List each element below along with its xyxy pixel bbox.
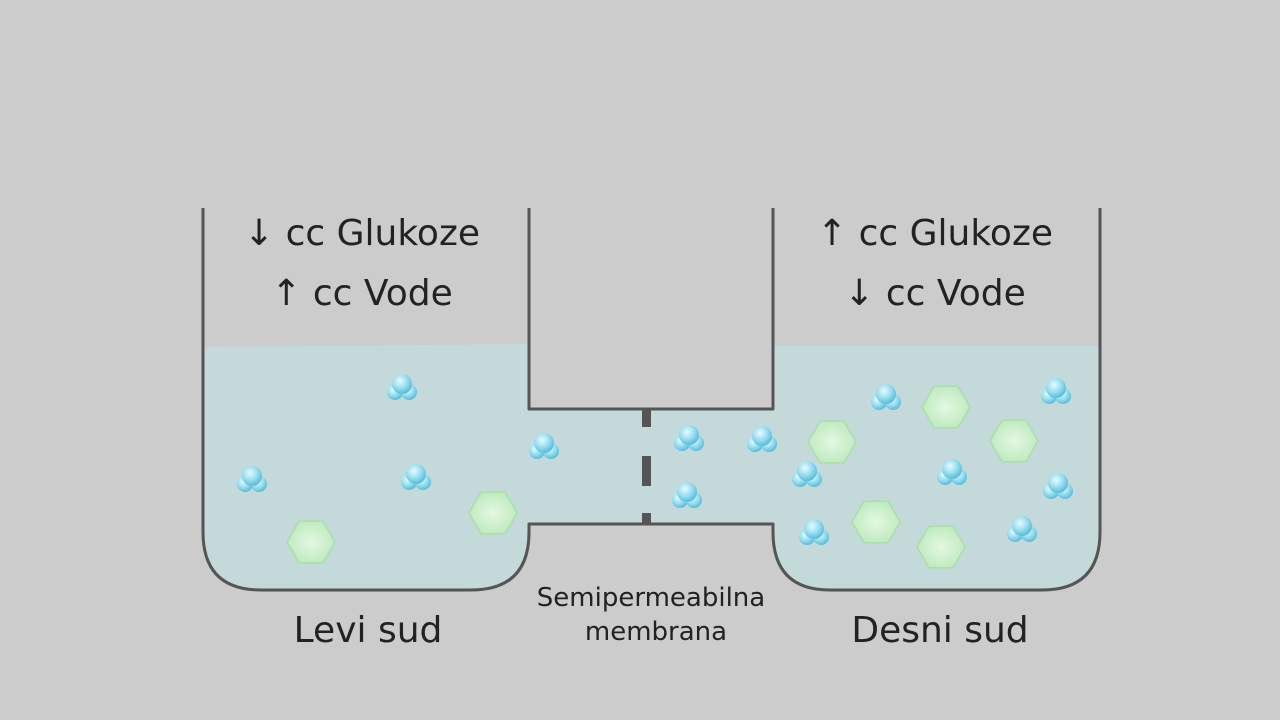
middle-divider-outline bbox=[527, 208, 775, 411]
water-molecule-icon bbox=[401, 464, 431, 490]
water-molecule-icon bbox=[237, 466, 267, 492]
water-molecule-icon bbox=[747, 426, 777, 452]
water-molecule-icon bbox=[1041, 378, 1071, 404]
glucose-molecule-icon bbox=[468, 491, 518, 535]
water-molecule-icon bbox=[799, 519, 829, 545]
left-vessel-label: Levi sud bbox=[293, 610, 443, 651]
glucose-molecule-icon bbox=[916, 525, 966, 569]
liquid bbox=[203, 344, 1100, 590]
water-molecule-icon bbox=[871, 384, 901, 410]
water-molecule-icon bbox=[937, 459, 967, 485]
water-molecule-icon bbox=[529, 433, 559, 459]
right-glucose-concentration: ↑ cc Glukoze bbox=[817, 213, 1053, 254]
water-molecule-icon bbox=[1007, 516, 1037, 542]
glucose-molecule-icon bbox=[851, 500, 901, 544]
molecules bbox=[237, 374, 1073, 569]
glucose-molecule-icon bbox=[921, 385, 971, 429]
water-molecule-icon bbox=[1043, 473, 1073, 499]
membrane-label-line1: Semipermeabilna bbox=[536, 583, 766, 613]
water-molecule-icon bbox=[672, 482, 702, 508]
water-molecule-icon bbox=[387, 374, 417, 400]
glucose-molecule-icon bbox=[807, 420, 857, 464]
semipermeable-membrane bbox=[642, 409, 651, 525]
glucose-molecule-icon bbox=[989, 419, 1039, 463]
left-glucose-concentration: ↓ cc Glukoze bbox=[244, 213, 480, 254]
water-molecule-icon bbox=[674, 425, 704, 451]
membrane-label-line2: membrana bbox=[584, 617, 728, 647]
glucose-molecule-icon bbox=[286, 520, 336, 564]
water-molecule-icon bbox=[792, 461, 822, 487]
left-water-concentration: ↑ cc Vode bbox=[271, 273, 453, 314]
right-water-concentration: ↓ cc Vode bbox=[844, 273, 1026, 314]
right-vessel-label: Desni sud bbox=[851, 610, 1029, 651]
